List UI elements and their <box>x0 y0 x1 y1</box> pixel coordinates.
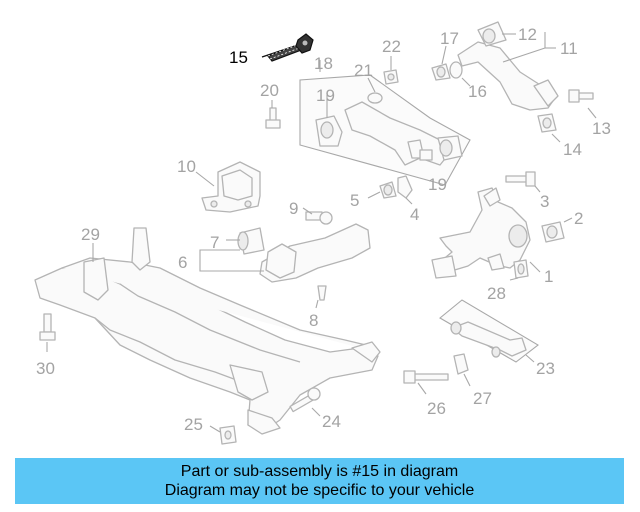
bushing-17 <box>431 45 451 81</box>
upper-arm-group-18 <box>299 60 471 186</box>
callout-8: 8 <box>309 311 318 330</box>
bushing-5 <box>367 181 397 199</box>
callout-25: 25 <box>184 415 203 434</box>
bolt-9 <box>302 207 333 225</box>
lower-link-23 <box>439 299 539 363</box>
callout-26: 26 <box>427 399 446 418</box>
callout-3: 3 <box>540 192 549 211</box>
bracket-4 <box>397 175 413 205</box>
callout-9: 9 <box>289 199 298 218</box>
callout-4: 4 <box>410 205 419 224</box>
subframe <box>34 227 381 435</box>
bolt-15-highlighted <box>261 33 314 62</box>
callout-10: 10 <box>177 157 196 176</box>
callout-15: 15 <box>229 48 248 67</box>
bracket-27 <box>453 353 471 387</box>
bushing-2 <box>541 217 573 243</box>
bolt-24 <box>289 387 321 417</box>
bushing-14 <box>537 113 561 143</box>
info-banner: Part or sub-assembly is #15 in diagram D… <box>15 458 624 504</box>
callout-30: 30 <box>36 359 55 378</box>
callout-27: 27 <box>473 389 492 408</box>
bushing-28 <box>509 259 529 281</box>
callout-22: 22 <box>382 37 401 56</box>
control-arm-6 <box>199 223 371 283</box>
callout-12: 12 <box>518 25 537 44</box>
callout-14: 14 <box>563 140 582 159</box>
callout-6: 6 <box>178 253 187 272</box>
bolt-13 <box>568 89 597 119</box>
callout-24: 24 <box>322 412 341 431</box>
knuckle-1 <box>431 187 541 279</box>
callout-16: 16 <box>468 82 487 101</box>
callout-7: 7 <box>210 233 219 252</box>
callout-20: 20 <box>260 81 279 100</box>
callout-29: 29 <box>81 225 100 244</box>
banner-line-part-number: Part or sub-assembly is #15 in diagram <box>180 463 459 480</box>
bolt-3 <box>505 171 541 193</box>
callout-1: 1 <box>544 267 553 286</box>
callout-23: 23 <box>536 359 555 378</box>
washer-21 <box>367 77 383 104</box>
callout-21: 21 <box>354 61 373 80</box>
pin-8 <box>315 285 327 309</box>
nut-22 <box>383 56 399 85</box>
banner-line-disclaimer: Diagram may not be specific to your vehi… <box>164 482 475 499</box>
callout-17: 17 <box>440 29 459 48</box>
upper-link-11 <box>457 21 559 111</box>
parts-diagram: 15 1 2 3 4 5 6 7 8 9 10 11 12 13 14 16 1… <box>34 21 611 445</box>
callout-28: 28 <box>487 284 506 303</box>
mount-10 <box>195 161 261 213</box>
bolt-20 <box>265 100 281 129</box>
callout-18: 18 <box>314 54 333 73</box>
callout-2: 2 <box>574 209 583 228</box>
bolt-26 <box>403 370 449 395</box>
callout-5: 5 <box>350 191 359 210</box>
callout-11: 11 <box>560 39 578 58</box>
callout-19-b: 19 <box>428 175 447 194</box>
bolt-30 <box>39 313 56 352</box>
washer-16 <box>449 61 471 87</box>
callout-19-a: 19 <box>316 86 335 105</box>
callout-13: 13 <box>592 119 611 138</box>
nut-25 <box>209 425 237 445</box>
